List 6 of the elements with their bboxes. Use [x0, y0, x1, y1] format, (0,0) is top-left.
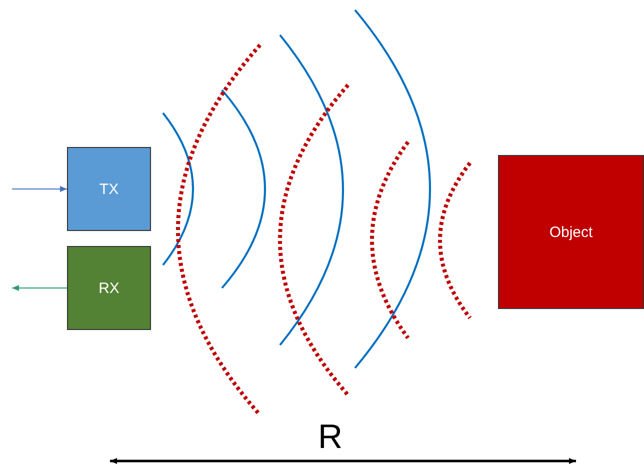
receiver-box: RX: [67, 246, 151, 330]
arrow: [12, 285, 68, 291]
dimension-label: R: [318, 418, 343, 456]
transmitter-box: TX: [67, 147, 151, 231]
arrow: [12, 186, 68, 192]
target-box: Object: [498, 155, 644, 309]
